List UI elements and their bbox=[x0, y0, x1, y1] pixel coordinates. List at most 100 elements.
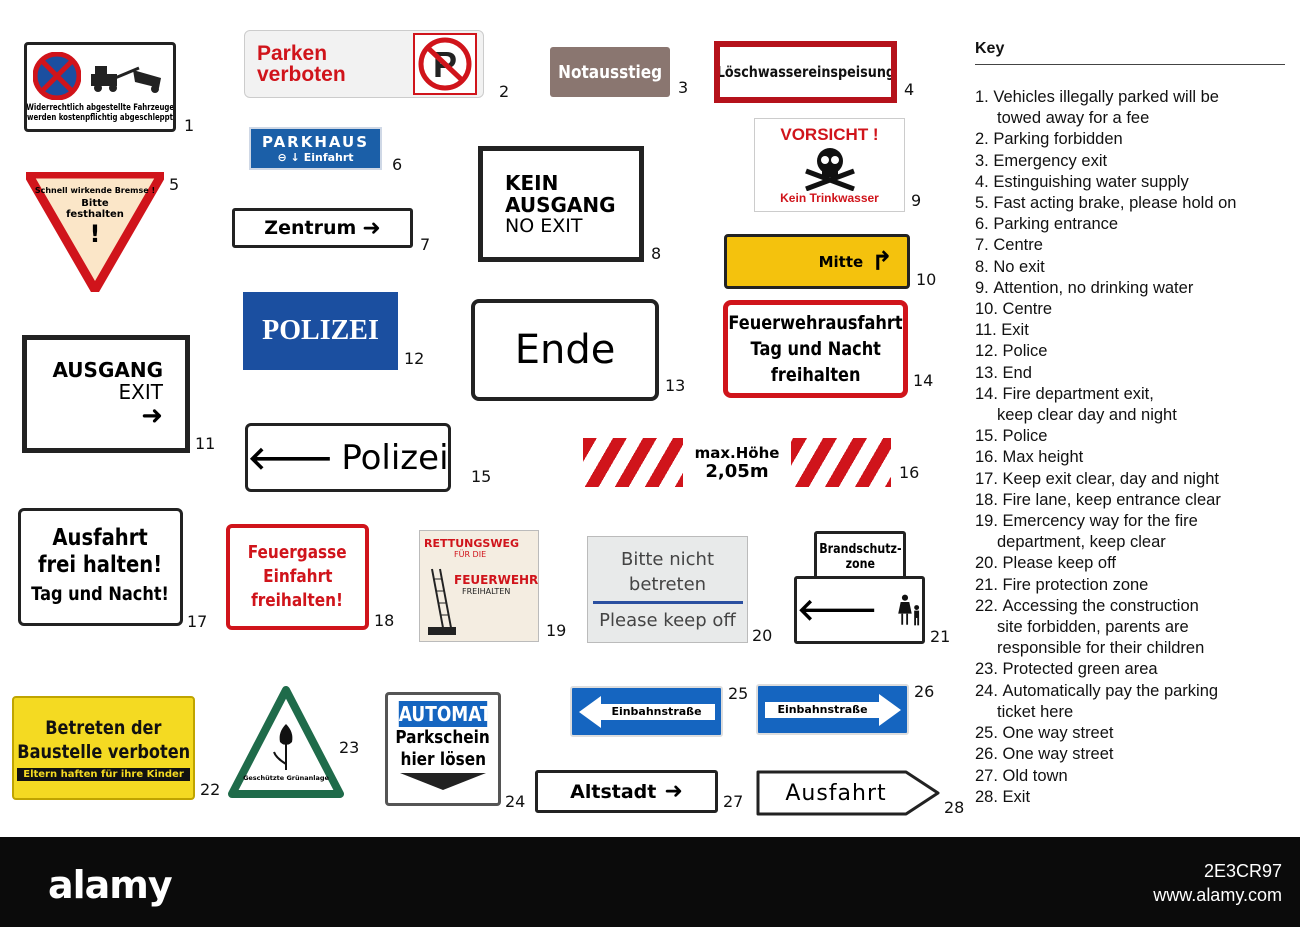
key-item-text: Parking forbidden bbox=[993, 130, 1123, 149]
sign-number-1: 1 bbox=[184, 116, 195, 135]
sign-15-text: Polizei bbox=[341, 437, 449, 478]
key-item: 25. One way street bbox=[975, 723, 1285, 744]
no-parking-icon: P bbox=[413, 33, 477, 95]
key-item-number: 4. bbox=[975, 172, 994, 191]
arrow-right-icon: ➜ bbox=[664, 779, 683, 804]
sign-22-line3: Eltern haften für ihre Kinder bbox=[17, 767, 190, 781]
key-item-text: Police bbox=[1002, 427, 1048, 446]
sign-construction-site: Betreten der Baustelle verboten Eltern h… bbox=[12, 696, 195, 800]
key-item-number: 19. bbox=[975, 512, 1003, 531]
sign-20-line3: Please keep off bbox=[599, 609, 736, 631]
key-item: 7. Centre bbox=[975, 235, 1285, 256]
sign-number-3: 3 bbox=[678, 78, 689, 97]
sign-6-line1: PARKHAUS bbox=[261, 133, 370, 151]
key-item-number: 2. bbox=[975, 130, 994, 149]
sign-16-line1: max.Höhe bbox=[694, 443, 780, 462]
sign-6-arrow-icon: ⊖ ↓ bbox=[277, 151, 300, 164]
key-item-text: Vehicles illegally parked will be bbox=[993, 88, 1219, 106]
sign-11-line1: AUSGANG bbox=[52, 358, 163, 382]
sign-extinguishing-water: Löschwassereinspeisung bbox=[714, 41, 897, 103]
sign-parking-entrance: PARKHAUS ⊖ ↓ Einfahrt bbox=[249, 127, 382, 170]
sign-zentrum: Zentrum ➜ bbox=[232, 208, 413, 248]
sign-protected-green: Geschützte Grünanlage bbox=[228, 686, 344, 798]
fire-ladder-icon bbox=[428, 568, 456, 635]
key-item-number: 22. bbox=[975, 596, 1003, 615]
sign-24-line1: AUTOMAT bbox=[398, 701, 492, 727]
key-item-number: 25. bbox=[975, 724, 1003, 743]
sign-20-line1: Bitte nicht bbox=[620, 548, 715, 570]
sign-number-10: 10 bbox=[916, 270, 937, 289]
key-item: responsible for their children bbox=[975, 638, 1285, 659]
sign-7-text: Zentrum bbox=[264, 217, 357, 239]
key-item-text: End bbox=[1002, 363, 1032, 382]
key-item-number: 1. bbox=[975, 88, 994, 106]
key-item-number: 8. bbox=[975, 257, 994, 276]
key-item: 18. Fire lane, keep entrance clear bbox=[975, 490, 1285, 511]
sign-17-line1: Ausfahrt bbox=[52, 525, 149, 551]
sign-number-11: 11 bbox=[195, 434, 216, 453]
sign-19-line1: RETTUNGSWEG bbox=[424, 537, 520, 550]
sign-number-13: 13 bbox=[665, 376, 686, 395]
sign-exit: AUSGANG EXIT ➜ bbox=[22, 335, 190, 453]
key-item-text: towed away for a fee bbox=[997, 109, 1150, 128]
key-item-text: Keep exit clear, day and night bbox=[1002, 469, 1220, 488]
key-item: 24. Automatically pay the parking bbox=[975, 681, 1285, 702]
key-item-text: Max height bbox=[1002, 448, 1084, 467]
sign-11-line2: EXIT bbox=[118, 380, 163, 404]
key-item-number: 26. bbox=[975, 745, 1003, 764]
key-item: 26. One way street bbox=[975, 744, 1285, 765]
key-item-text: Police bbox=[1002, 342, 1048, 361]
sign-polizei-blue: POLIZEI bbox=[243, 292, 398, 370]
key-item-number: 12. bbox=[975, 342, 1003, 361]
sign-8-line1: KEIN bbox=[505, 170, 559, 195]
sign-2-line1: Parken bbox=[257, 42, 328, 65]
sign-number-14: 14 bbox=[913, 371, 934, 390]
one-way-left-arrow-icon bbox=[579, 696, 715, 728]
key-title: Key bbox=[975, 40, 1285, 65]
sign-number-6: 6 bbox=[392, 155, 403, 174]
arrow-turn-right-icon: ↱ bbox=[871, 246, 893, 277]
sign-number-12: 12 bbox=[404, 349, 425, 368]
sign-28-text: Ausfahrt bbox=[785, 780, 887, 806]
sign-19-line2: FÜR DIE bbox=[454, 550, 487, 559]
sign-number-18: 18 bbox=[374, 611, 395, 630]
sign-number-21: 21 bbox=[930, 627, 951, 646]
sign-3-text: Notausstieg bbox=[558, 61, 662, 83]
sign-mitte: Mitte ↱ bbox=[724, 234, 910, 289]
sign-6-line2: Einfahrt bbox=[303, 151, 354, 164]
key-item-text: responsible for their children bbox=[997, 639, 1205, 658]
sign-14-line2: Tag und Nacht bbox=[750, 338, 881, 360]
sign-25-text: Einbahnstraße bbox=[611, 705, 702, 718]
key-item-number: 9. bbox=[975, 278, 994, 297]
arrow-sign-shape bbox=[756, 770, 940, 816]
sign-2-line2: verboten bbox=[257, 63, 346, 86]
sign-fast-brake: Schnell wirkende Bremse ! Bitte festhalt… bbox=[26, 172, 164, 292]
sign-number-15: 15 bbox=[471, 467, 492, 486]
arrow-right-icon: ➜ bbox=[141, 401, 163, 431]
sign-26-text: Einbahnstraße bbox=[777, 703, 868, 716]
sign-24-line3: hier lösen bbox=[400, 749, 486, 770]
key-item: 9. Attention, no drinking water bbox=[975, 278, 1285, 299]
key-item-number: 14. bbox=[975, 384, 1003, 403]
sign-18-line3: freihalten! bbox=[251, 590, 344, 611]
key-item-text: keep clear day and night bbox=[997, 406, 1177, 425]
key-item-text: Fast acting brake, please hold on bbox=[993, 194, 1237, 213]
sign-parking-forbidden: Parken verboten P bbox=[244, 30, 484, 98]
pedestrian-child-icon bbox=[898, 594, 920, 626]
sign-end: Ende bbox=[471, 299, 659, 401]
key-item-number: 13. bbox=[975, 363, 1003, 382]
key-item: 28. Exit bbox=[975, 787, 1285, 808]
key-item: 4. Estinguishing water supply bbox=[975, 172, 1285, 193]
sign-number-7: 7 bbox=[420, 235, 431, 254]
brand-logo: alamy bbox=[48, 863, 173, 907]
key-item: 10. Centre bbox=[975, 299, 1285, 320]
sign-parking-ticket-machine: AUTOMAT Parkschein hier lösen bbox=[385, 692, 501, 806]
sign-no-drinking-water: VORSICHT ! Kein Trinkwasser bbox=[754, 118, 905, 212]
site-url: www.alamy.com bbox=[1153, 885, 1282, 905]
sign-20-line2: betreten bbox=[628, 573, 707, 595]
sign-13-text: Ende bbox=[514, 327, 616, 373]
sign-one-way-right: Einbahnstraße bbox=[756, 684, 909, 735]
key-item-number: 6. bbox=[975, 215, 994, 234]
sign-22-line1: Betreten der bbox=[45, 716, 162, 739]
triangle-shape bbox=[26, 172, 164, 292]
